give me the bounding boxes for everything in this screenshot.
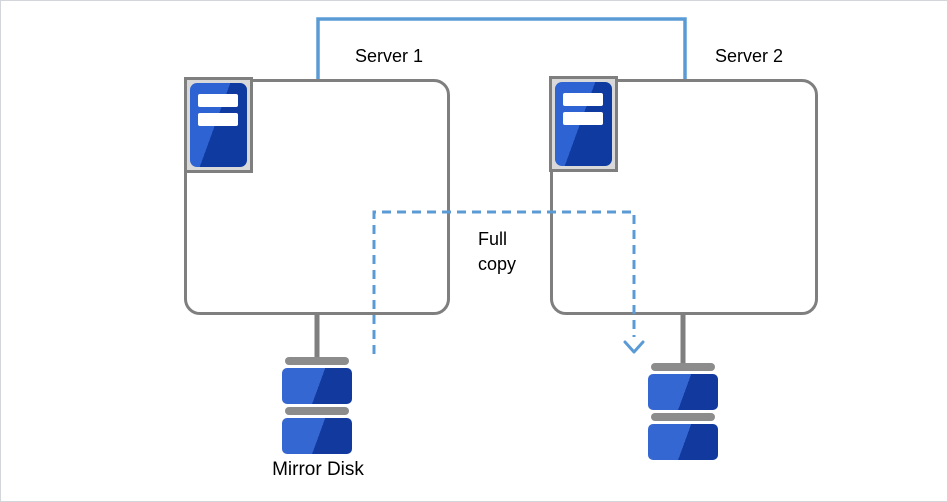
server-tower-body — [555, 82, 612, 166]
mirror-disk-icon — [648, 363, 718, 460]
server1-label: Server 1 — [354, 46, 424, 66]
disk-cap — [651, 363, 715, 371]
server-slot-bar — [198, 113, 238, 126]
server-slot-bar — [198, 94, 238, 107]
server2-label: Server 2 — [714, 46, 784, 66]
server-slot-bar — [563, 112, 603, 125]
disk-platter — [282, 368, 352, 404]
server-icon — [549, 76, 618, 172]
server-slot-bar — [563, 93, 603, 106]
disk-platter — [282, 418, 352, 454]
mirror-disk-icon — [282, 357, 352, 454]
mirror-disk-label: Mirror Disk — [272, 459, 364, 480]
server-tower-body — [190, 83, 247, 167]
disk-cap — [285, 357, 349, 365]
disk-cap — [285, 407, 349, 415]
full-copy-label: Full copy — [478, 229, 517, 274]
server-icon — [184, 77, 253, 173]
arrow-down-icon — [623, 340, 645, 354]
disk-cap — [651, 413, 715, 421]
disk-platter — [648, 424, 718, 460]
disk-platter — [648, 374, 718, 410]
